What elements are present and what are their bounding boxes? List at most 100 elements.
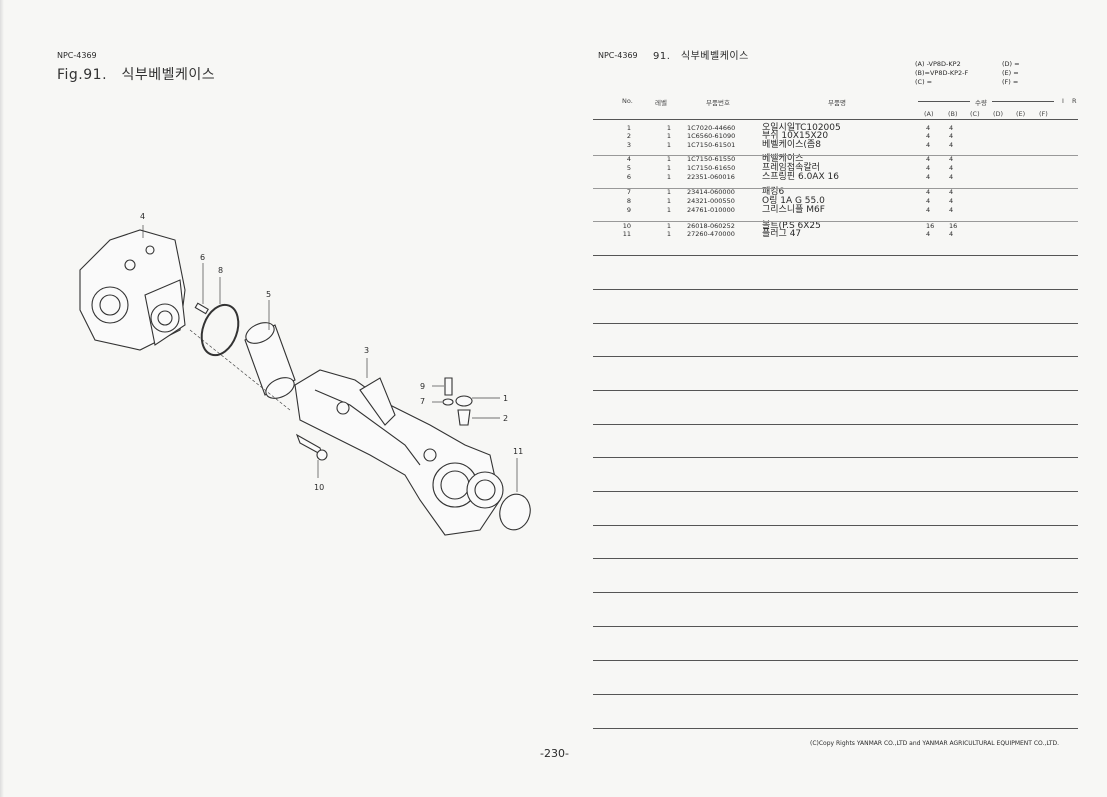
cell-no: 9 bbox=[626, 206, 631, 214]
part-7-packing bbox=[442, 398, 454, 406]
cell-part-no: 1C6560-61090 bbox=[687, 132, 736, 140]
model-e: (E) = bbox=[1002, 69, 1019, 77]
cell-no: 6 bbox=[626, 173, 631, 181]
cell-part-no: 26018-060252 bbox=[687, 222, 735, 230]
callout-1: 1 bbox=[503, 394, 509, 403]
cell-qty-b: 4 bbox=[949, 197, 954, 205]
cell-no: 3 bbox=[626, 141, 631, 149]
cell-qty-b: 4 bbox=[949, 230, 954, 238]
part-8-o-ring bbox=[200, 303, 240, 357]
cell-qty-a: 4 bbox=[926, 197, 931, 205]
group-rule-1 bbox=[593, 155, 1078, 156]
cell-no: 11 bbox=[622, 230, 631, 238]
cell-part-name: 패킹6 bbox=[762, 187, 785, 197]
header-r: R bbox=[1072, 97, 1077, 105]
blank-line bbox=[593, 255, 1078, 256]
cell-qty-a: 4 bbox=[926, 173, 931, 181]
cell-part-no: 24321-000550 bbox=[687, 197, 735, 205]
callout-2: 2 bbox=[503, 414, 509, 423]
cell-level: 1 bbox=[666, 222, 671, 230]
qty-rule-left bbox=[918, 101, 970, 102]
cell-qty-b: 16 bbox=[949, 222, 958, 230]
cell-level: 1 bbox=[666, 155, 671, 163]
cell-no: 4 bbox=[626, 155, 631, 163]
blank-line bbox=[593, 390, 1078, 391]
cell-no: 1 bbox=[626, 124, 631, 132]
cell-qty-b: 4 bbox=[949, 173, 954, 181]
cell-qty-a: 4 bbox=[926, 141, 931, 149]
table-row: 7 1 23414-060000 패킹6 4 4 bbox=[595, 188, 1095, 197]
cell-part-no: 24761-010000 bbox=[687, 206, 735, 214]
left-catalog-code: NPC-4369 bbox=[57, 51, 97, 60]
callout-9: 9 bbox=[420, 382, 426, 391]
cell-qty-b: 4 bbox=[949, 206, 954, 214]
blank-line bbox=[593, 424, 1078, 425]
cell-qty-b: 4 bbox=[949, 188, 954, 196]
part-2-bush bbox=[457, 409, 471, 426]
header-col-e: (E) bbox=[1016, 110, 1026, 118]
cell-qty-a: 4 bbox=[926, 164, 931, 172]
qty-rule-right bbox=[992, 101, 1054, 102]
model-c: (C) = bbox=[915, 78, 933, 86]
blank-line bbox=[593, 491, 1078, 492]
model-legend-right: (D) = (E) = (F) = bbox=[1002, 60, 1020, 87]
header-col-d: (D) bbox=[993, 110, 1004, 118]
cell-part-name: 볼트(P.S 6X25 bbox=[762, 221, 821, 231]
cell-part-name: 부쉬 10X15X20 bbox=[762, 131, 829, 141]
cell-level: 1 bbox=[666, 188, 671, 196]
cell-part-no: 27260-470000 bbox=[687, 230, 735, 238]
part-5-frame-collar bbox=[244, 322, 296, 399]
header-part-no: 부품번호 bbox=[706, 99, 730, 107]
header-col-c: (C) bbox=[970, 110, 980, 118]
part-1-oil-seal bbox=[455, 395, 473, 407]
cell-level: 1 bbox=[666, 173, 671, 181]
cell-part-no: 1C7150-61550 bbox=[687, 155, 736, 163]
header-i: I bbox=[1062, 97, 1064, 105]
cell-part-name: 프레임접속칼러 bbox=[762, 163, 820, 173]
right-section-title: 91. 식부베벨케이스 bbox=[653, 51, 749, 62]
cell-qty-a: 16 bbox=[926, 222, 935, 230]
cell-qty-b: 4 bbox=[949, 141, 954, 149]
part-11-plug bbox=[499, 493, 531, 531]
cell-qty-a: 4 bbox=[926, 188, 931, 196]
exploded-parts-diagram bbox=[79, 225, 531, 536]
page-number: -230- bbox=[540, 747, 569, 760]
cell-part-no: 1C7020-44660 bbox=[687, 124, 736, 132]
cell-level: 1 bbox=[666, 124, 671, 132]
cell-part-name: 베벨케이스(좀8 bbox=[762, 140, 821, 150]
header-col-f: (F) bbox=[1039, 110, 1048, 118]
model-legend-left: (A) -VP8D-KP2 (B)=VP8D-KP2-F (C) = bbox=[915, 60, 968, 87]
blank-line bbox=[593, 525, 1078, 526]
cell-qty-a: 4 bbox=[926, 206, 931, 214]
cell-part-no: 1C7150-61501 bbox=[687, 141, 736, 149]
cell-qty-b: 4 bbox=[949, 124, 954, 132]
header-no: No. bbox=[622, 97, 633, 105]
cell-part-name: 스프링핀 6.0AX 16 bbox=[762, 172, 839, 182]
cell-qty-b: 4 bbox=[949, 132, 954, 140]
cell-part-no: 23414-060000 bbox=[687, 188, 735, 196]
callout-3: 3 bbox=[364, 346, 370, 355]
cell-qty-a: 4 bbox=[926, 132, 931, 140]
cell-no: 8 bbox=[626, 197, 631, 205]
model-d: (D) = bbox=[1002, 60, 1020, 68]
blank-line bbox=[593, 626, 1078, 627]
callout-11: 11 bbox=[513, 447, 524, 456]
cell-no: 7 bbox=[626, 188, 631, 196]
cell-part-no: 1C7150-61650 bbox=[687, 164, 736, 172]
group-rule-3 bbox=[593, 221, 1078, 222]
copyright-notice: (C)Copy Rights YANMAR CO.,LTD and YANMAR… bbox=[810, 740, 1060, 747]
blank-line bbox=[593, 457, 1078, 458]
cell-qty-a: 4 bbox=[926, 155, 931, 163]
blank-line bbox=[593, 694, 1078, 695]
cell-qty-b: 4 bbox=[949, 164, 954, 172]
page-fold-shadow bbox=[0, 0, 4, 797]
blank-line bbox=[593, 323, 1078, 324]
cell-part-name: O링 1A G 55.0 bbox=[762, 196, 825, 206]
cell-part-name: 플러그 47 bbox=[762, 229, 802, 239]
